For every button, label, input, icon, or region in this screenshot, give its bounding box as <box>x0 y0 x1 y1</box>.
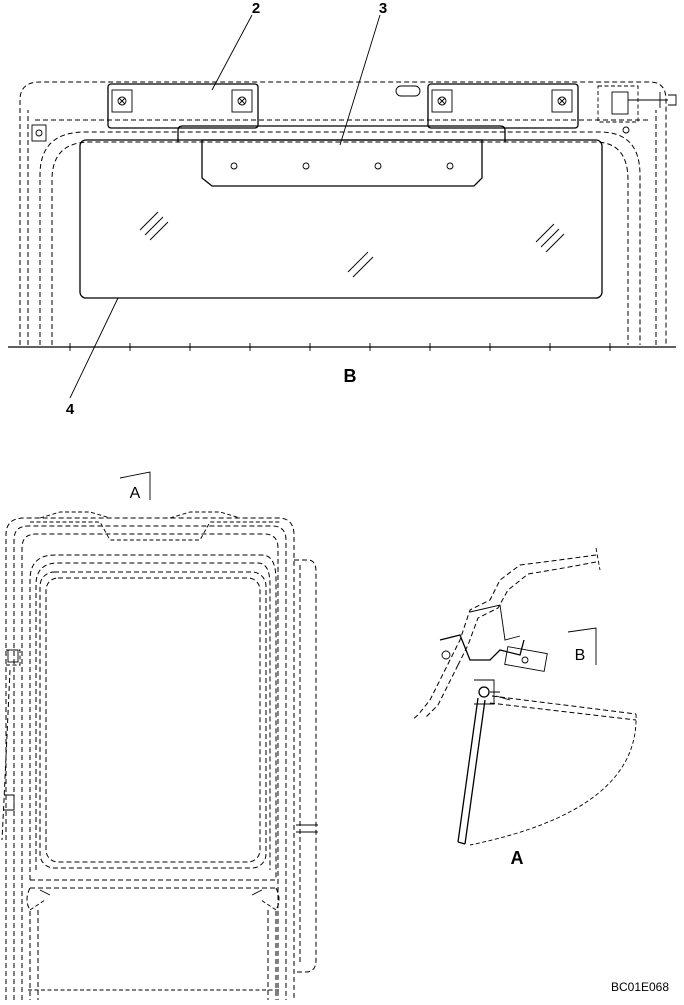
view-a: B A <box>411 547 637 868</box>
leader-line-4 <box>69 297 119 399</box>
view-a-label: A <box>511 848 524 868</box>
drawing-code: BC01E068 <box>611 980 669 994</box>
leader-line-3 <box>339 14 381 146</box>
callout-4: 4 <box>66 401 75 418</box>
section-a-marker: A <box>130 485 141 502</box>
section-b-marker: B <box>575 647 586 664</box>
leader-line-2 <box>211 14 253 91</box>
view-b: 2 3 4 B <box>8 0 677 418</box>
view-b-label: B <box>344 366 357 386</box>
callout-3: 3 <box>379 0 387 17</box>
cab-side-view: A <box>1 471 318 1000</box>
callout-2: 2 <box>252 0 260 17</box>
